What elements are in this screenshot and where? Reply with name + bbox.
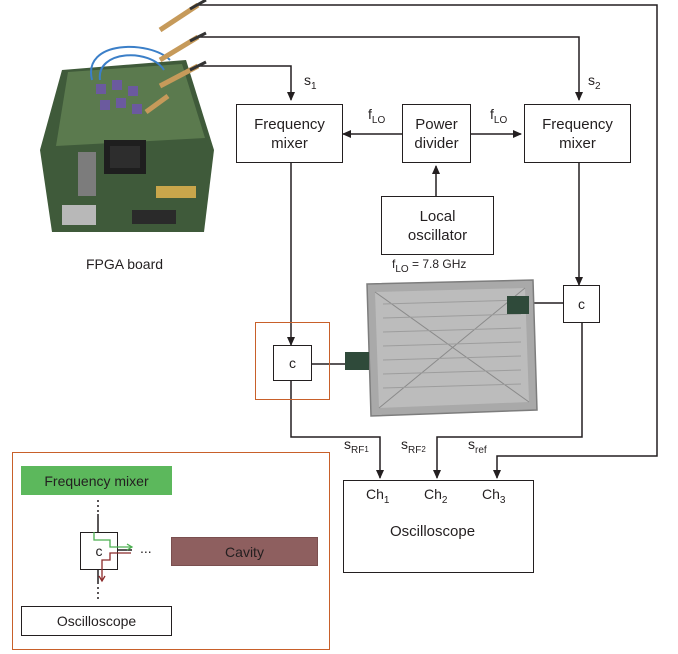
fpga-board-caption: FPGA board [86,256,164,272]
flo-left-label: fLO [368,106,386,126]
srf1-line [290,381,384,479]
ch1-label: Ch1 [366,486,390,506]
oscilloscope-label: Oscilloscope [390,523,476,540]
frequency-mixer-right: Frequency mixer [524,104,631,163]
legend-cavity: Cavity [171,537,318,566]
frequency-mixer-left: Frequency mixer [236,104,343,163]
sref-line [198,4,658,479]
legend-ellipsis: ... [140,540,152,556]
sref-label: sref [468,436,487,456]
legend-oscilloscope: Oscilloscope [21,606,172,636]
s2-line [198,36,583,101]
flo-right-label: fLO [490,106,508,126]
circulator-highlight [255,322,330,400]
cavity-image [345,279,538,417]
legend-inset [12,452,330,650]
srf2-line [433,323,583,479]
circulator-left: c [273,345,312,381]
local-oscillator: Local oscillator [381,196,494,255]
legend-frequency-mixer: Frequency mixer [21,466,172,495]
oscilloscope [343,480,534,573]
power-divider: Power divider [402,104,471,163]
srf2-label: sRF2 [401,436,426,456]
flo-value-label: fLO = 7.8 GHz [392,257,467,275]
circulator-right: c [563,285,600,323]
ch3-label: Ch3 [482,486,506,506]
s2-label: s2 [588,72,601,92]
fpga-board-image [40,0,214,232]
legend-lines [93,500,134,602]
s1-line [198,65,295,101]
s1-label: s1 [304,72,317,92]
legend-circulator: c [80,532,118,570]
srf1-label: sRF1 [344,436,369,456]
ch2-label: Ch2 [424,486,448,506]
